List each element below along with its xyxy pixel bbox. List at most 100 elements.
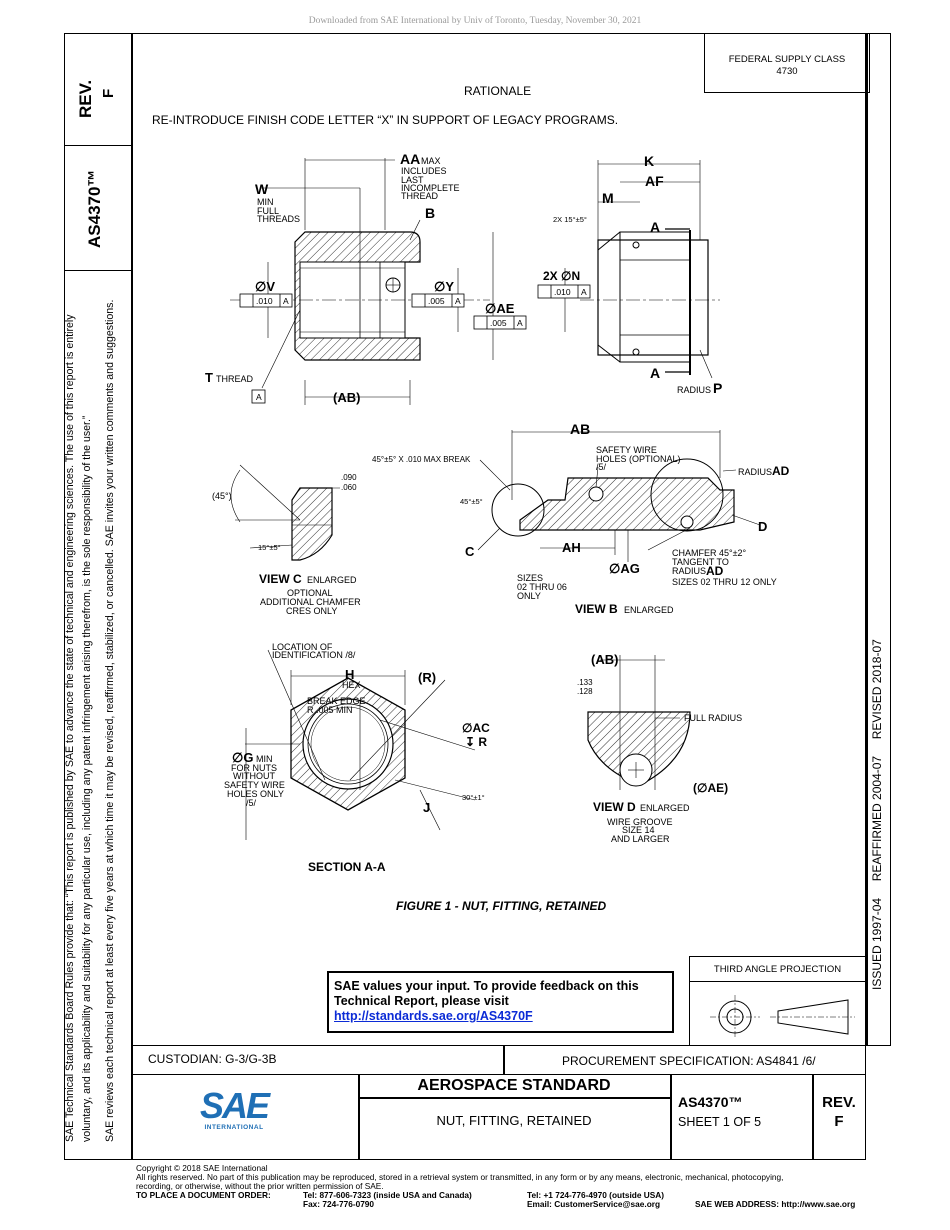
figure-label: SIZES 02 THRU 12 ONLY (672, 577, 777, 587)
figure-label: INCOMPLETE (401, 183, 460, 193)
label-m: M (602, 190, 614, 206)
figure-label: FOR NUTS (231, 763, 277, 773)
figure-label: .010 (554, 287, 571, 297)
figure-label: 45°±5° (460, 497, 483, 506)
figure-label: .060 (341, 483, 357, 492)
label-v: ∅V (255, 279, 275, 294)
figure-label: A (256, 392, 262, 402)
figure-label: .005 (428, 296, 445, 306)
figure-label: .010 (256, 296, 273, 306)
figure-label: FULL (257, 206, 279, 216)
figure-label: ADDITIONAL CHAMFER (260, 597, 361, 607)
figure-label: 02 THRU 06 (517, 582, 567, 592)
side-view (537, 160, 720, 379)
label-af: AF (645, 173, 664, 189)
footer-rights-2: recording, or otherwise, without the pri… (136, 1181, 384, 1191)
figure-label: IDENTIFICATION /8/ (272, 650, 356, 660)
figure-label: HOLES (OPTIONAL) (596, 454, 681, 464)
projection-divider (689, 981, 866, 982)
main-section-view (230, 158, 527, 405)
title-rev-value: F (834, 1113, 844, 1130)
figure-label: WIRE GROOVE (607, 817, 673, 827)
figure-label: RADIUS (738, 467, 772, 477)
right-strip (866, 33, 891, 1046)
figure-label: SAFETY WIRE (224, 780, 285, 790)
figure-label: TANGENT TO (672, 557, 729, 567)
part-name: NUT, FITTING, RETAINED (436, 1113, 592, 1128)
figure-drawing: AA MAX INCLUDES LAST INCOMPLETE THREAD W… (205, 151, 790, 874)
label-b: B (425, 205, 435, 221)
label-ah: AH (562, 540, 581, 555)
download-notice: Downloaded from SAE International by Uni… (308, 16, 642, 26)
custodian-divider (503, 1045, 505, 1075)
custodian: CUSTODIAN: G-3/G-3B (148, 1052, 277, 1066)
figure-label: ENLARGED (624, 605, 674, 615)
figure-label: MIN (256, 754, 273, 764)
figure-label: 2X 15°±5° (553, 215, 587, 224)
label-radius-ad: AD (772, 464, 790, 478)
figure-label: THREADS (257, 214, 300, 224)
label-p: P (713, 380, 722, 396)
figure-label: OPTIONAL (287, 588, 333, 598)
figure-label: HEX (342, 680, 361, 690)
label-c: C (465, 544, 475, 559)
logo-divider (358, 1075, 360, 1160)
figure-label: INCLUDES (401, 166, 447, 176)
figure-label: LOCATION OF (272, 642, 333, 652)
footer-fax: Fax: 724-776-0790 (303, 1199, 375, 1209)
label-a-top: A (650, 219, 660, 235)
supply-class-value: 4730 (776, 66, 798, 77)
view-d (587, 655, 691, 790)
figure-label: THREAD (216, 374, 254, 384)
label-ag: ∅AG (609, 561, 640, 576)
figure-label: A (455, 296, 461, 306)
figure-label: ENLARGED (307, 575, 357, 585)
label-d: D (758, 519, 767, 534)
view-b-title: VIEW B (575, 602, 618, 616)
figure-label: MAX (421, 156, 441, 166)
sae-logo-mark: SAE (200, 1085, 270, 1126)
label-j: J (423, 800, 430, 815)
label-view-d-ae: (∅AE) (693, 781, 728, 795)
figure-label: 45°±5° X .010 MAX BREAK (372, 455, 471, 464)
feedback-box (327, 971, 674, 1033)
sae-logo-sub: INTERNATIONAL (204, 1124, 264, 1131)
figure-label: R .005 MIN (307, 705, 353, 715)
figure-label: .128 (577, 687, 593, 696)
label-aa: AA (400, 151, 420, 167)
footer-web[interactable]: SAE WEB ADDRESS: http://www.sae.org (695, 1199, 856, 1209)
label-t: T (205, 370, 213, 385)
label-main-ab: (AB) (333, 390, 360, 405)
figure-label: SAFETY WIRE (596, 445, 657, 455)
figure-label: CHAMFER 45°±2° (672, 548, 747, 558)
label-g: ∅G (232, 750, 253, 765)
rationale-text: RE-INTRODUCE FINISH CODE LETTER “X” IN S… (152, 113, 619, 127)
view-c-title: VIEW C (259, 572, 302, 586)
view-d-title: VIEW D (593, 800, 636, 814)
label-a-bottom: A (650, 365, 660, 381)
footer-email[interactable]: Email: CustomerService@sae.org (527, 1199, 661, 1209)
feedback-line1: SAE values your input. To provide feedba… (334, 979, 639, 993)
feedback-line2: Technical Report, please visit (334, 994, 509, 1008)
page-frame (64, 33, 866, 1160)
feedback-link[interactable]: http://standards.sae.org/AS4370F (334, 1009, 533, 1023)
figure-label: A (283, 296, 289, 306)
figure-label: .133 (577, 678, 593, 687)
left-column-line (131, 33, 133, 1160)
figure-label: HOLES ONLY (227, 789, 284, 799)
label-view-d-ab: (AB) (591, 652, 618, 667)
figure-caption: FIGURE 1 - NUT, FITTING, RETAINED (396, 899, 607, 913)
label-n: 2X ∅N (543, 269, 580, 283)
standard-divider (358, 1097, 670, 1099)
footer-tel-outside: Tel: +1 724-776-4970 (outside USA) (527, 1190, 665, 1200)
figure-label: CRES ONLY (286, 606, 337, 616)
sheet-number: SHEET 1 OF 5 (678, 1115, 762, 1129)
rev-divider (812, 1075, 814, 1160)
label-ae: ∅AE (485, 301, 515, 316)
figure-label: .005 (490, 318, 507, 328)
label-h: H (345, 667, 354, 682)
figure-label: LAST (401, 175, 424, 185)
figure-label: RADIUS (677, 385, 711, 395)
title-rev-label: REV. (822, 1094, 856, 1111)
figure-label: BREAK EDGE (307, 696, 366, 706)
